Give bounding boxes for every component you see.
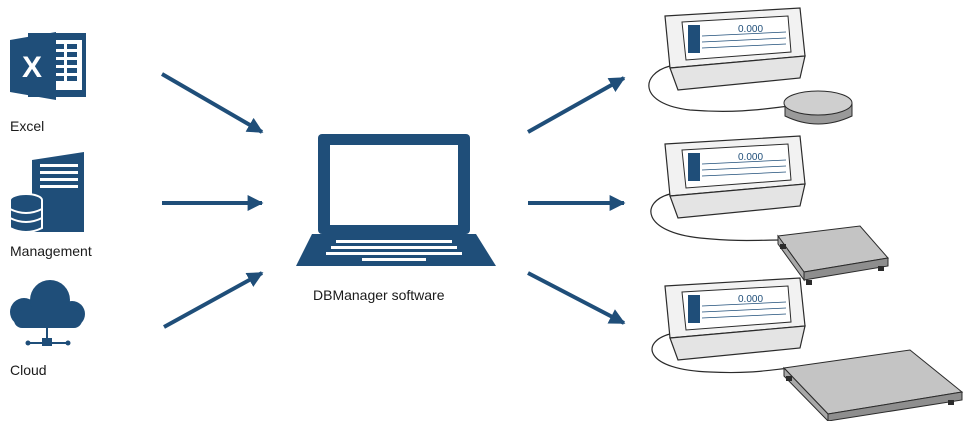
round-pan-scale xyxy=(783,90,853,125)
weighing-terminal-3: 0.000 xyxy=(651,277,806,374)
arrow-software-to-terminal-3 xyxy=(527,271,626,325)
arrow-excel-to-software xyxy=(160,72,264,134)
arrow-software-to-terminal-1 xyxy=(527,76,626,134)
svg-text:X: X xyxy=(22,51,42,84)
management-label: Management xyxy=(10,243,92,259)
weighing-terminal-2: 0.000 xyxy=(650,135,806,242)
weighing-terminal-1: 0.000 xyxy=(648,7,806,112)
server-database-icon xyxy=(9,152,84,233)
software-label: DBManager software xyxy=(313,287,445,303)
terminal-2-display: 0.000 xyxy=(738,152,763,163)
terminal-1-display: 0.000 xyxy=(738,24,763,35)
cloud-label: Cloud xyxy=(10,362,47,378)
cloud-network-icon xyxy=(10,280,85,346)
excel-icon: X xyxy=(10,32,86,100)
large-platform-scale xyxy=(782,349,964,421)
small-platform-scale xyxy=(777,225,889,285)
laptop-icon xyxy=(296,134,496,266)
arrow-cloud-to-software xyxy=(163,271,264,329)
excel-label: Excel xyxy=(10,118,45,134)
terminal-3-display: 0.000 xyxy=(738,294,763,305)
